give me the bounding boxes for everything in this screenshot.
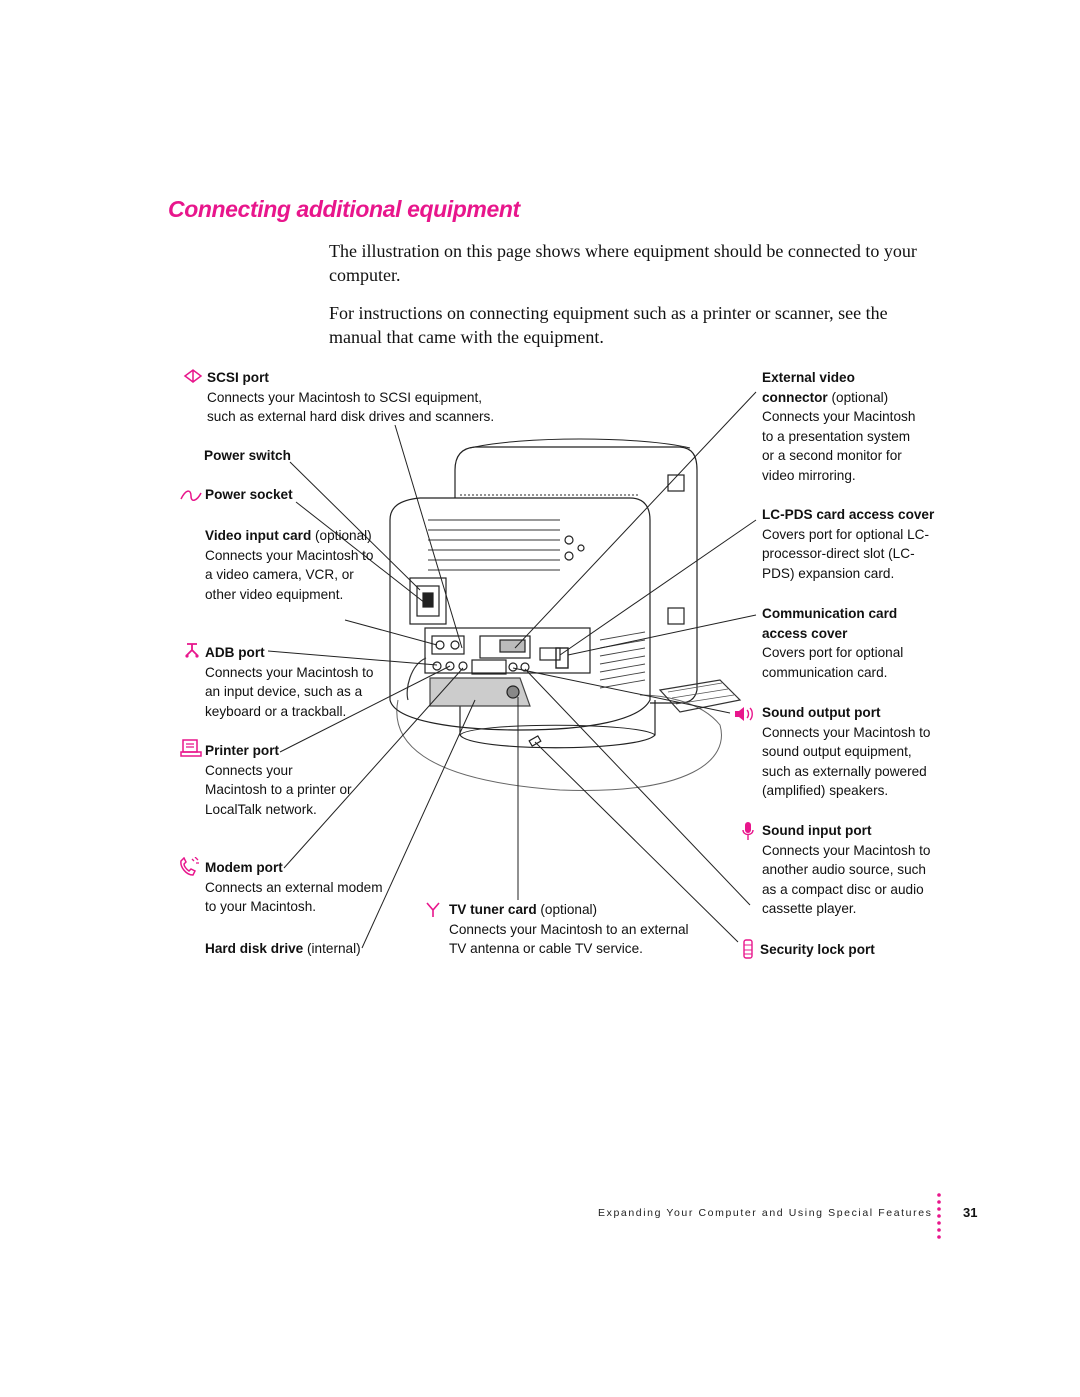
hard-disk-title: Hard disk drive: [205, 941, 304, 956]
printer-port-title: Printer port: [205, 743, 280, 758]
sound-input-title: Sound input port: [762, 823, 872, 838]
footer-dot-rule: [937, 1193, 941, 1239]
scsi-port-desc: Connects your Macintosh to SCSI equipmen…: [207, 389, 495, 425]
communication-desc: Covers port for optional communication c…: [762, 645, 904, 680]
footer-chapter-title: Expanding Your Computer and Using Specia…: [598, 1207, 933, 1219]
leader-hard-disk: [361, 699, 476, 949]
leader-lc-pds: [559, 519, 757, 656]
printer-port-label: Printer port Connects your Macintosh to …: [205, 741, 353, 819]
video-input-title: Video input card: [205, 528, 312, 543]
leader-security: [534, 741, 739, 943]
tv-tuner-title: TV tuner card: [449, 902, 537, 917]
leader-external-video: [514, 391, 757, 649]
power-socket-title: Power socket: [205, 487, 293, 502]
power-wave-icon: [180, 489, 202, 507]
leader-printer: [279, 665, 451, 753]
leader-sound-input: [524, 668, 751, 906]
modem-port-desc: Connects an external modem to your Macin…: [205, 879, 383, 915]
scsi-port-title: SCSI port: [207, 370, 269, 385]
external-video-label: External video connector (optional) Conn…: [762, 368, 922, 486]
communication-label: Communication card access cover Covers p…: [762, 604, 912, 682]
modem-port-label: Modem port Connects an external modem to…: [205, 858, 385, 917]
leader-adb: [267, 650, 438, 666]
adb-port-desc: Connects your Macintosh to an input devi…: [205, 664, 374, 719]
video-input-desc: Connects your Macintosh to a video camer…: [205, 547, 374, 602]
page-number: 31: [963, 1205, 978, 1220]
sound-output-label: Sound output port Connects your Macintos…: [762, 703, 934, 801]
security-lock-label: Security lock port: [760, 940, 875, 960]
microphone-icon: [741, 821, 755, 846]
cabinet-body: [389, 520, 651, 731]
page-heading: Connecting additional equipment: [168, 196, 520, 222]
sound-input-label: Sound input port Connects your Macintosh…: [762, 821, 934, 919]
external-video-title: External video connector: [762, 370, 855, 405]
tv-tuner-optional: (optional): [540, 902, 598, 917]
leader-modem: [283, 667, 464, 869]
lc-pds-desc: Covers port for optional LC-processor-di…: [762, 526, 929, 581]
video-input-label: Video input card (optional) Connects you…: [205, 526, 383, 604]
lc-pds-title: LC-PDS card access cover: [762, 507, 935, 522]
pedestal: [459, 700, 656, 749]
lc-pds-label: LC-PDS card access cover Covers port for…: [762, 505, 942, 583]
adb-port-title: ADB port: [205, 645, 265, 660]
hard-disk-optional: (internal): [307, 941, 361, 956]
leader-power-switch: [289, 461, 421, 591]
tv-tuner-label: TV tuner card (optional) Connects your M…: [449, 900, 699, 959]
hard-disk-label: Hard disk drive (internal): [205, 939, 361, 959]
power-switch-label: Power switch: [204, 446, 291, 466]
power-socket-label: Power socket: [205, 485, 293, 505]
printer-icon: [180, 738, 202, 763]
sound-output-title: Sound output port: [762, 705, 881, 720]
leader-power-socket: [295, 501, 426, 604]
printer-port-desc: Connects your Macintosh to a printer or …: [205, 762, 352, 817]
modem-port-title: Modem port: [205, 860, 283, 875]
sound-output-desc: Connects your Macintosh to sound output …: [762, 724, 931, 799]
intro-paragraph-1: The illustration on this page shows wher…: [329, 241, 917, 285]
leader-communication: [567, 614, 757, 656]
intro-paragraph-2: For instructions on connecting equipment…: [329, 303, 888, 347]
leader-video-input: [344, 619, 438, 646]
security-lock-title: Security lock port: [760, 942, 875, 957]
lock-icon: [741, 938, 755, 965]
speaker-icon: [733, 705, 755, 728]
leader-scsi: [394, 424, 463, 649]
leader-sound-output: [512, 667, 731, 714]
adb-port-label: ADB port Connects your Macintosh to an i…: [205, 643, 383, 721]
base-shadow: [396, 694, 722, 791]
sound-input-desc: Connects your Macintosh to another audio…: [762, 842, 931, 917]
monitor-back: [454, 446, 698, 704]
antenna-icon: [426, 902, 440, 923]
external-video-desc: Connects your Macintosh to a presentatio…: [762, 409, 916, 483]
video-input-optional: (optional): [315, 528, 372, 543]
telephone-icon: [178, 856, 202, 882]
scsi-port-label: SCSI port Connects your Macintosh to SCS…: [207, 368, 507, 427]
communication-title: Communication card access cover: [762, 606, 898, 641]
adb-icon: [184, 641, 200, 664]
external-video-optional: (optional): [831, 389, 889, 405]
scsi-diamond-icon: [183, 369, 203, 388]
tv-tuner-desc: Connects your Macintosh to an external T…: [449, 921, 689, 957]
power-switch-title: Power switch: [204, 448, 291, 463]
